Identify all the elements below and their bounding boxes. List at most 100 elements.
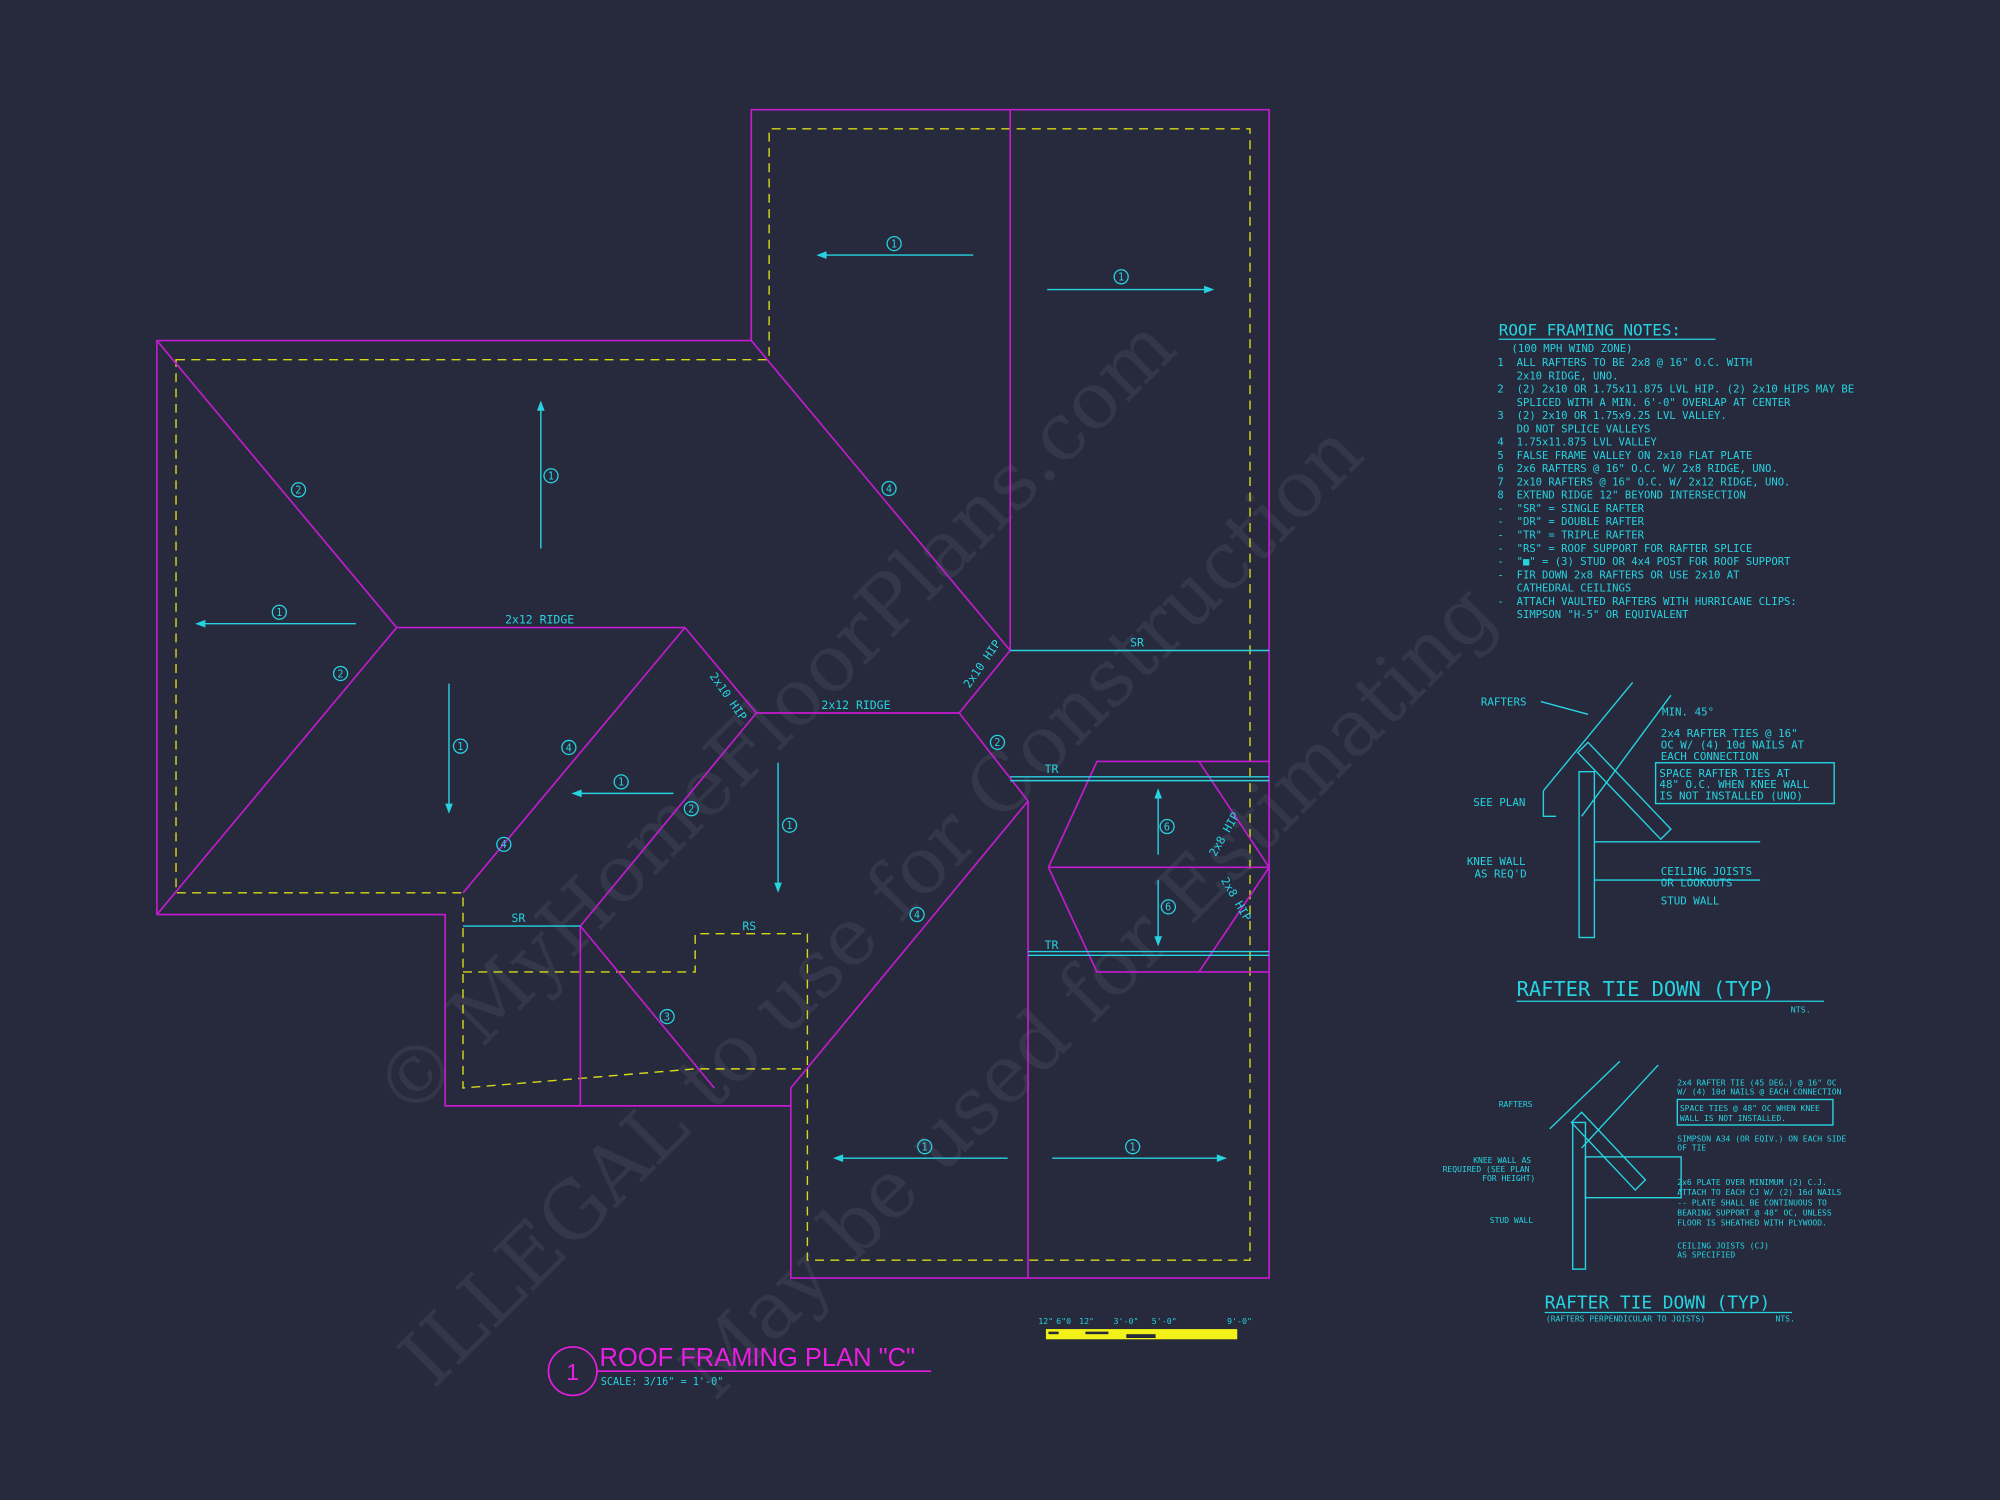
label-knee-wall: FOR HEIGHT): [1482, 1174, 1535, 1183]
rs-label: RS: [742, 919, 756, 933]
hips-valleys: [156, 109, 1270, 1279]
scale-tick: 6"0: [1056, 1316, 1071, 1326]
callout-circle: [496, 836, 512, 853]
callout-circle: [989, 734, 1006, 750]
callout-number: 3: [664, 1012, 670, 1023]
label-space: SPACE TIES @ 48" OC WHEN KNEE: [1680, 1104, 1820, 1113]
plan-title-block: 1 ROOF FRAMING PLAN "C" SCALE: 3/16" = 1…: [547, 1344, 932, 1397]
callout-number: 2: [295, 486, 301, 497]
callout-circle: [452, 738, 469, 754]
callout-circle: [917, 1139, 933, 1155]
note-text: 1.75x11.875 LVL VALLEY: [1517, 437, 1658, 449]
callout-number: 1: [457, 742, 463, 753]
label-simpson: OF TIE: [1677, 1144, 1706, 1153]
note-text: "■" = (3) STUD OR 4x4 POST FOR ROOF SUPP…: [1517, 556, 1791, 568]
label-stud-wall: STUD WALL: [1661, 894, 1720, 907]
label-cj: CEILING JOISTS (CJ): [1677, 1242, 1769, 1251]
callout-number: 1: [1118, 273, 1124, 284]
roof-framing-plan: 2x12 RIDGE 2x12 RIDGE 2x10 HIP 2x10 HIP …: [156, 108, 1270, 1279]
note-text: 2x10 RIDGE, UNO.: [1517, 370, 1619, 382]
label-ties: OC W/ (4) 10d NAILS AT: [1661, 739, 1805, 752]
label-tie: W/ (4) 10d NAILS @ EACH CONNECTION: [1677, 1087, 1841, 1096]
ridge-label: 2x12 RIDGE: [821, 698, 890, 712]
note-mark: 1: [1497, 357, 1503, 369]
note-text: SPLICED WITH A MIN. 6'-0" OVERLAP AT CEN…: [1517, 397, 1791, 409]
callout-circle: [561, 739, 577, 756]
callout-circle: [781, 817, 798, 833]
label-simpson: SIMPSON A34 (OR EQIV.) ON EACH SIDE: [1677, 1135, 1846, 1144]
callout-number: 1: [891, 239, 897, 250]
note-mark: 2: [1497, 384, 1503, 396]
scale-tick: 12": [1038, 1316, 1053, 1326]
label-knee-wall: KNEE WALL: [1467, 855, 1526, 868]
callout-number: 4: [501, 840, 507, 851]
callout-circle: [290, 482, 307, 498]
note-mark: -: [1497, 530, 1503, 542]
note-mark: 7: [1497, 476, 1503, 488]
scale-tick: 3'-0": [1114, 1316, 1139, 1326]
label-nts: NTS.: [1791, 1005, 1811, 1015]
note-text: (2) 2x10 OR 1.75x9.25 LVL VALLEY.: [1517, 410, 1727, 422]
note-mark: 3: [1497, 410, 1503, 422]
callout-circle: [683, 801, 699, 817]
sr-label: SR: [511, 911, 525, 925]
plan-number: 1: [566, 1359, 579, 1385]
callout-circle: [1160, 899, 1177, 915]
note-mark: -: [1497, 543, 1503, 555]
label-space: IS NOT INSTALLED (UNO): [1659, 790, 1802, 803]
label-space: SPACE RAFTER TIES AT: [1659, 767, 1790, 780]
rafter-lines: [195, 251, 1270, 1162]
note-text: ATTACH VAULTED RAFTERS WITH HURRICANE CL…: [1517, 596, 1797, 608]
label-space: WALL IS NOT INSTALLED.: [1680, 1114, 1786, 1123]
callout-number: 6: [1164, 822, 1170, 833]
callout-circle: [1125, 1139, 1141, 1155]
note-mark: 6: [1497, 463, 1503, 475]
scale-tick: 5'-0": [1152, 1316, 1177, 1326]
note-text: CATHEDRAL CEILINGS: [1517, 583, 1632, 595]
callout-circle: [881, 480, 897, 497]
label-cj: AS SPECIFIED: [1677, 1251, 1735, 1260]
label-tie: 2x4 RAFTER TIE (45 DEG.) @ 16" OC: [1677, 1078, 1836, 1087]
label-plate: -- PLATE SHALL BE CONTINUOUS TO: [1677, 1198, 1827, 1207]
callout-circle: [1159, 818, 1175, 835]
callout-number: 1: [618, 778, 624, 789]
callout-number: 4: [886, 484, 892, 495]
label-ties: 2x4 RAFTER TIES @ 16": [1661, 727, 1798, 740]
label-stud-wall: STUD WALL: [1490, 1216, 1534, 1225]
callout-circle: [886, 235, 902, 252]
callout-circle: [659, 1008, 675, 1025]
note-mark: -: [1497, 596, 1503, 608]
watermark: © MyHomeFloorPlans.com ILLEGAL to use fo…: [357, 300, 1513, 1417]
note-text: (2) 2x10 OR 1.75x11.875 LVL HIP. (2) 2x1…: [1517, 384, 1855, 396]
label-min-45: MIN. 45°: [1662, 706, 1714, 719]
callout-number: 4: [914, 910, 920, 921]
note-text: "RS" = ROOF SUPPORT FOR RAFTER SPLICE: [1517, 543, 1753, 555]
tr-label: TR: [1045, 938, 1059, 952]
note-text: DO NOT SPLICE VALLEYS: [1517, 423, 1651, 435]
label-joists: OR LOOKOUTS: [1661, 876, 1733, 889]
note-mark: -: [1497, 516, 1503, 528]
note-mark: 4: [1497, 437, 1503, 449]
notes-subtitle: (100 MPH WIND ZONE): [1511, 343, 1632, 355]
ridge-label: 2x12 RIDGE: [505, 613, 574, 627]
roof-framing-notes: ROOF FRAMING NOTES: (100 MPH WIND ZONE) …: [1497, 320, 1854, 621]
label-plate: 2x6 PLATE OVER MINIMUM (2) C.J.: [1677, 1178, 1827, 1187]
label-plate: ATTACH TO EACH CJ W/ (2) 16d NAILS: [1677, 1188, 1841, 1197]
note-mark: 5: [1497, 450, 1503, 462]
detail-title: RAFTER TIE DOWN (TYP): [1517, 977, 1775, 1001]
rafter-tie-down-detail-2: RAFTERS 2x4 RAFTER TIE (45 DEG.) @ 16" O…: [1443, 1060, 1846, 1323]
scale-tick: 12": [1079, 1316, 1094, 1326]
note-text: 2x10 RAFTERS @ 16" O.C. W/ 2x12 RIDGE, U…: [1517, 476, 1791, 488]
callout-number: 1: [548, 472, 554, 483]
rafter-tie-down-detail-1: RAFTERS MIN. 45° 2x4 RAFTER TIES @ 16" O…: [1467, 681, 1835, 1015]
label-knee-wall: AS REQ'D: [1474, 868, 1526, 881]
callout-circle: [909, 906, 925, 923]
label-nts: NTS.: [1776, 1314, 1795, 1323]
callout-number: 2: [337, 669, 343, 680]
callout-number: 1: [276, 608, 282, 619]
note-text: SIMPSON "H-5" OR EQUIVALENT: [1517, 609, 1690, 621]
tr-label: TR: [1045, 762, 1059, 776]
label-plate: BEARING SUPPORT @ 48" OC, UNLESS: [1677, 1209, 1832, 1218]
